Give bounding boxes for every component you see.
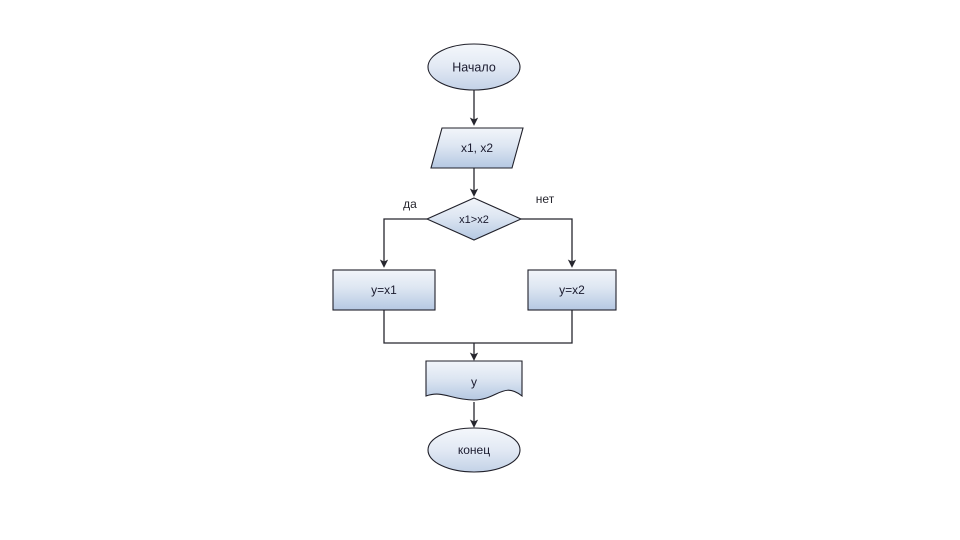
node-assign-left[interactable]: y=x1 bbox=[332, 269, 436, 311]
node-decision[interactable]: x1>x2 bbox=[425, 197, 523, 241]
edge-assign-right-to-merge bbox=[474, 310, 573, 344]
node-start[interactable]: Начало bbox=[427, 43, 521, 91]
assign-left-process-shape bbox=[332, 269, 436, 311]
edge-decision-no-to-assign-right bbox=[521, 218, 577, 268]
end-terminator-shape bbox=[427, 427, 521, 473]
branch-label-no: нет bbox=[536, 192, 555, 206]
node-end[interactable]: конец bbox=[427, 427, 521, 473]
node-input[interactable]: x1, x2 bbox=[430, 127, 524, 169]
assign-right-process-shape bbox=[527, 269, 617, 311]
edge-decision-yes-to-assign-left bbox=[379, 218, 427, 268]
node-assign-right[interactable]: y=x2 bbox=[527, 269, 617, 311]
output-document-shape bbox=[425, 360, 523, 401]
node-output[interactable]: y bbox=[425, 360, 523, 401]
branch-label-yes: да bbox=[403, 197, 417, 211]
start-terminator-shape bbox=[427, 43, 521, 91]
decision-diamond-shape bbox=[425, 197, 523, 241]
input-parallelogram-shape bbox=[430, 127, 524, 169]
connector-layer bbox=[379, 90, 577, 428]
edge-assign-left-to-merge bbox=[383, 310, 474, 344]
